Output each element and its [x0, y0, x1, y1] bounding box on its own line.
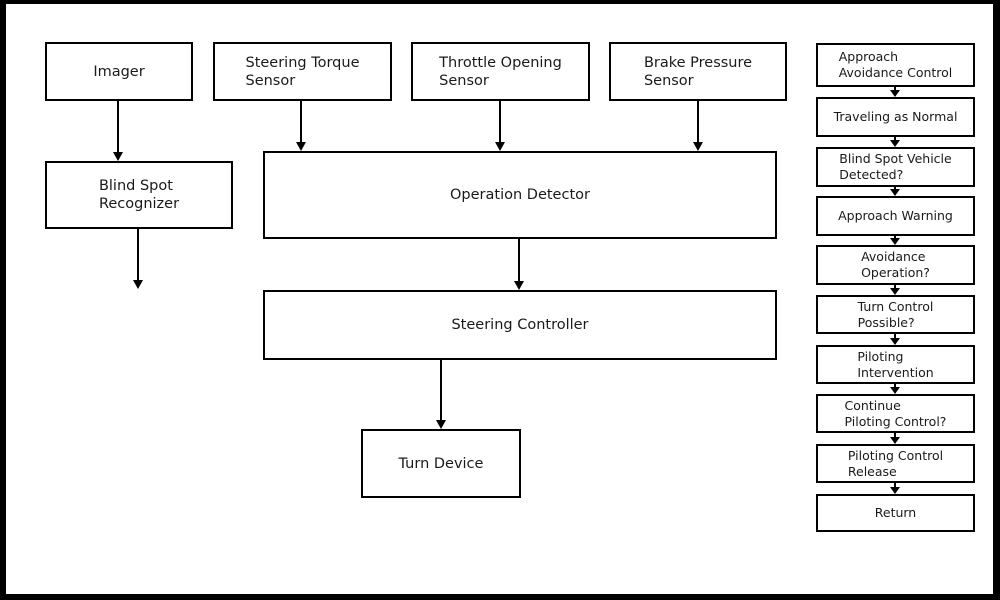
- flow-step-turn-control-possible: Turn Control Possible?: [816, 295, 975, 334]
- box-steering-controller: Steering Controller: [263, 290, 777, 360]
- box-operation-detector-label: Operation Detector: [450, 187, 590, 203]
- arrow-brake-pressure-to-operation-detector: [692, 101, 703, 151]
- arrow-operation-detector-to-steering-controller: [513, 239, 524, 290]
- flow-arrow-3: [890, 187, 900, 196]
- flow-step-label: Traveling as Normal: [833, 109, 958, 124]
- box-throttle-opening-sensor: Throttle Opening Sensor: [411, 42, 590, 101]
- flow-step-label: Return: [874, 505, 917, 520]
- box-imager: Imager: [45, 42, 193, 101]
- flow-step-piloting-intervention: Piloting Intervention: [816, 345, 975, 384]
- flow-step-label: Avoidance Operation?: [861, 249, 930, 280]
- box-steering-torque-sensor: Steering Torque Sensor: [213, 42, 392, 101]
- flow-step-label: Piloting Control Release: [847, 447, 944, 479]
- flow-arrow-1: [890, 87, 900, 97]
- flow-step-return: Return: [816, 494, 975, 532]
- flow-arrow-5: [890, 285, 900, 295]
- box-turn-device-label: Turn Device: [398, 455, 484, 472]
- flow-step-label: Piloting Intervention: [857, 348, 934, 380]
- box-imager-label: Imager: [93, 63, 145, 80]
- flow-step-avoidance-operation: Avoidance Operation?: [816, 245, 975, 285]
- flow-step-blind-spot-vehicle-detected: Blind Spot Vehicle Detected?: [816, 147, 975, 187]
- box-turn-device: Turn Device: [361, 429, 521, 498]
- box-steering-controller-label: Steering Controller: [451, 317, 589, 333]
- flow-arrow-2: [890, 137, 900, 147]
- flow-step-label: Continue Piloting Control?: [844, 397, 947, 429]
- flow-arrow-6: [890, 334, 900, 345]
- box-throttle-opening-sensor-label: Throttle Opening Sensor: [439, 54, 562, 89]
- box-operation-detector: Operation Detector: [263, 151, 777, 239]
- flow-step-approach-avoidance-control: Approach Avoidance Control: [816, 43, 975, 87]
- flow-step-label: Approach Warning: [838, 208, 953, 223]
- arrow-throttle-opening-to-operation-detector: [494, 101, 505, 151]
- flow-step-piloting-control-release: Piloting Control Release: [816, 444, 975, 483]
- flow-step-approach-warning: Approach Warning: [816, 196, 975, 236]
- box-brake-pressure-sensor-label: Brake Pressure Sensor: [643, 54, 753, 89]
- arrow-steering-torque-to-operation-detector: [295, 101, 306, 151]
- flow-step-traveling-as-normal: Traveling as Normal: [816, 97, 975, 137]
- flow-arrow-8: [890, 433, 900, 444]
- arrow-steering-controller-to-turn-device: [435, 360, 446, 429]
- flow-step-label: Approach Avoidance Control: [838, 49, 953, 80]
- flow-arrow-7: [890, 384, 900, 394]
- box-steering-torque-sensor-label: Steering Torque Sensor: [245, 54, 360, 89]
- box-brake-pressure-sensor: Brake Pressure Sensor: [609, 42, 787, 101]
- flow-arrow-4: [890, 236, 900, 245]
- flow-step-label: Blind Spot Vehicle Detected?: [839, 151, 952, 182]
- arrow-imager-to-blind-spot-recognizer: [112, 101, 123, 161]
- box-blind-spot-recognizer: Blind Spot Recognizer: [45, 161, 233, 229]
- flow-step-continue-piloting-control: Continue Piloting Control?: [816, 394, 975, 433]
- flow-arrow-9: [890, 483, 900, 494]
- flow-step-label: Turn Control Possible?: [857, 298, 934, 330]
- box-blind-spot-recognizer-label: Blind Spot Recognizer: [98, 178, 180, 212]
- arrow-blind-spot-recognizer-output: [132, 229, 143, 289]
